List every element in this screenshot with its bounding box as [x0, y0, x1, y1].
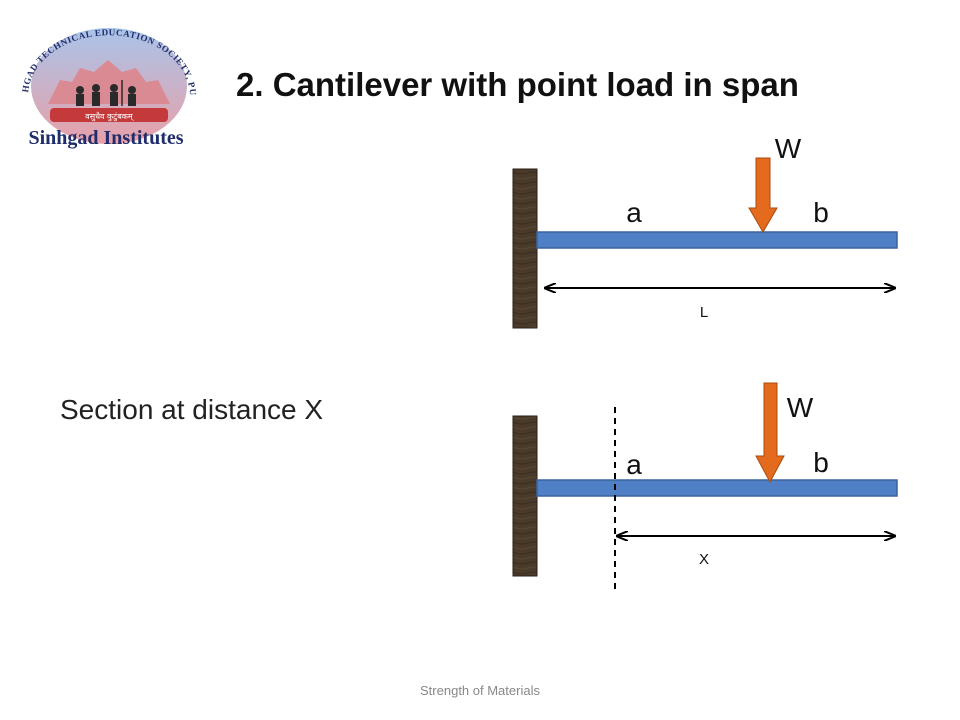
load-arrow-icon	[755, 382, 785, 484]
cantilever-diagram-1: W a b L	[512, 133, 898, 329]
logo-figures-icon	[76, 80, 136, 106]
segment-label-a: a	[626, 449, 642, 480]
cantilever-diagram-2: W a b X	[512, 382, 898, 592]
dimension-label-x: X	[699, 551, 709, 568]
segment-label-b: b	[813, 447, 829, 478]
slide-title: 2. Cantilever with point load in span	[236, 66, 799, 103]
section-label: Section at distance X	[60, 394, 324, 425]
slide-footer: Strength of Materials	[420, 683, 540, 698]
segment-label-a: a	[626, 197, 642, 228]
cantilever-beam	[536, 231, 898, 249]
fixed-support-wall	[512, 168, 538, 329]
logo-institute-name: Sinhgad Institutes	[28, 127, 183, 149]
cantilever-beam	[536, 479, 898, 497]
load-label-w: W	[775, 133, 802, 164]
load-arrow-icon	[748, 157, 778, 233]
sinhgad-logo: SINHGAD TECHNICAL EDUCATION SOCIETY, PUN…	[10, 18, 198, 149]
logo-motto-ribbon	[50, 108, 168, 122]
logo-motto: वसुधैव कुटुंबकम्	[85, 111, 134, 122]
segment-label-b: b	[813, 197, 829, 228]
load-label-w: W	[787, 392, 814, 423]
dimension-label-l: L	[700, 304, 708, 321]
fixed-support-wall	[512, 415, 538, 577]
